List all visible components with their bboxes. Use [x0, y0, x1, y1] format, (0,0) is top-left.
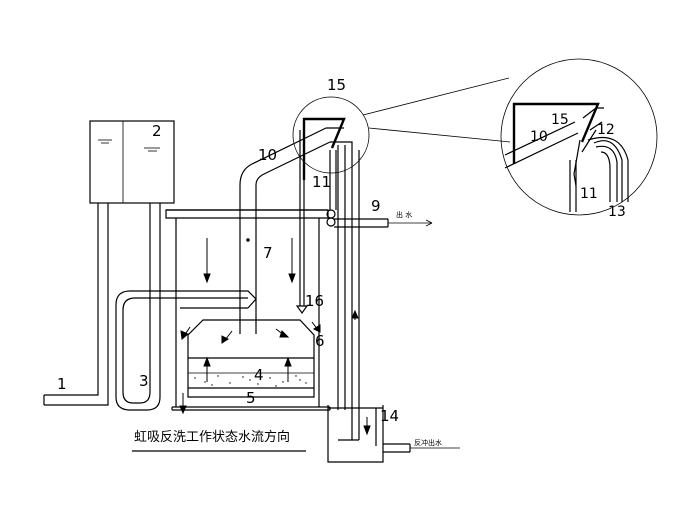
u-pipe-3 [115, 203, 257, 411]
elevated-tank-2 [89, 120, 175, 204]
inlet-pipe-1 [43, 203, 109, 406]
drain-note: 反冲出水 [414, 438, 442, 447]
label-3: 3 [139, 372, 149, 390]
detail-label-15: 15 [551, 112, 569, 128]
label-14: 14 [380, 407, 399, 425]
label-10: 10 [258, 146, 277, 164]
outlet-note: 出 水 [396, 210, 412, 219]
label-5: 5 [246, 389, 256, 407]
label-9: 9 [371, 197, 381, 215]
filter-media-4 [188, 357, 314, 389]
siphon-pipe-7 [239, 127, 331, 334]
label-16: 16 [305, 292, 324, 310]
label-7: 7 [263, 244, 273, 262]
drain-well-14 [327, 405, 460, 463]
label-1: 1 [57, 375, 67, 393]
flow-arrows [179, 238, 371, 436]
label-4: 4 [254, 366, 264, 384]
outlet-pipe-9 [326, 209, 433, 228]
label-2: 2 [152, 122, 162, 140]
tube-16 [295, 130, 309, 315]
detail-label-13: 13 [608, 204, 626, 220]
label-15: 15 [327, 76, 346, 94]
detail-view [500, 58, 658, 216]
number-labels: 2 1 3 4 5 6 7 9 10 11 14 15 16 10 15 12 … [57, 76, 626, 425]
detail-label-11: 11 [580, 186, 598, 202]
detail-label-12: 12 [597, 122, 615, 138]
diagram-title: 虹吸反洗工作状态水流方向 [134, 429, 290, 445]
label-6: 6 [315, 332, 325, 350]
detail-callout-lines [362, 77, 511, 143]
filter-tank [165, 209, 331, 411]
vent-pipe-11 [329, 150, 337, 210]
label-11: 11 [312, 173, 331, 191]
detail-label-10: 10 [530, 129, 548, 145]
